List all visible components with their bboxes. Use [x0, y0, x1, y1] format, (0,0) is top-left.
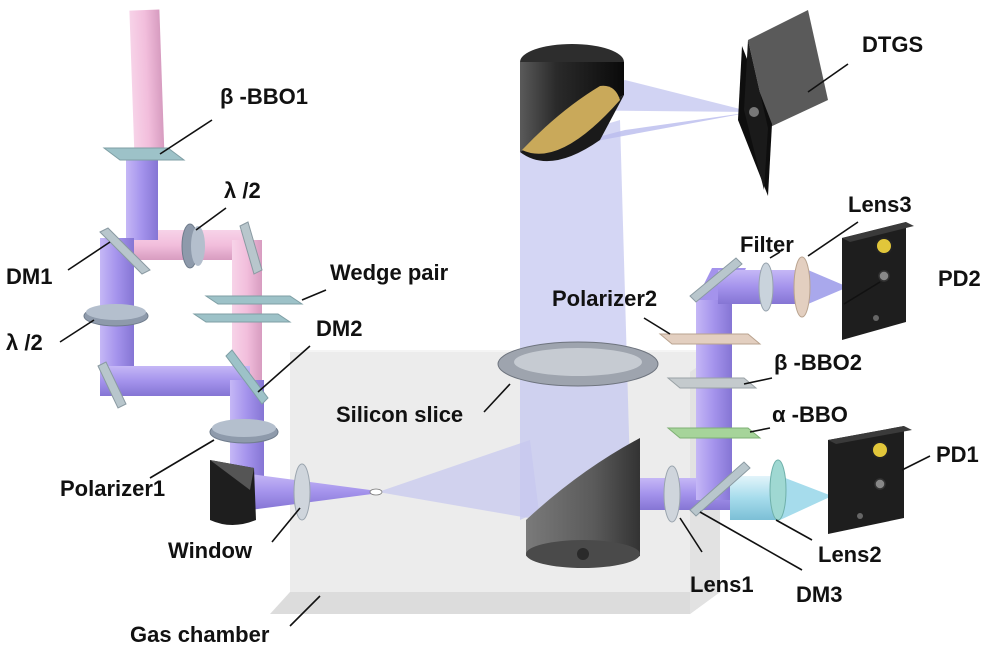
label-silicon-slice: Silicon slice	[336, 402, 464, 427]
label-pd2: PD2	[938, 266, 981, 291]
wedge-1	[204, 295, 304, 305]
loop-mirror	[239, 221, 263, 275]
dtgs-detector	[738, 10, 828, 196]
bbo1-crystal	[102, 147, 186, 161]
optics	[83, 147, 811, 523]
label-dm3: DM3	[796, 582, 843, 607]
plasma-thz-beam	[369, 440, 540, 520]
leader-lines	[59, 63, 931, 627]
filter-element	[758, 262, 774, 312]
label-filter: Filter	[740, 232, 794, 257]
lens2-element	[769, 459, 787, 521]
label-lens1: Lens1	[690, 572, 754, 597]
window-element	[293, 463, 311, 521]
label-wedge-pair: Wedge pair	[330, 260, 449, 285]
label-polarizer2: Polarizer2	[552, 286, 658, 311]
dm2-mirror	[225, 349, 269, 405]
label-lens2: Lens2	[818, 542, 882, 567]
label-bbo2: β -BBO2	[774, 350, 862, 375]
label-bbo1: β -BBO1	[220, 84, 308, 109]
pd1-detector	[828, 426, 912, 534]
wedge-2	[192, 313, 292, 323]
chamber-parabolic-mirror	[526, 438, 640, 568]
label-alpha-bbo: α -BBO	[772, 402, 848, 427]
alpha-bbo-crystal	[666, 427, 762, 439]
lens1-element	[663, 465, 681, 523]
label-dtgs: DTGS	[862, 32, 924, 57]
lens3-element	[793, 256, 811, 318]
label-dm1: DM1	[6, 264, 53, 289]
label-half-wave-left: λ /2	[6, 330, 43, 355]
right-top-mirror	[689, 257, 743, 303]
dm1-mirror	[99, 227, 151, 275]
pd2-detector	[842, 222, 914, 340]
polarizer2-element	[658, 333, 762, 345]
bbo2-crystal	[666, 377, 758, 389]
label-pd1: PD1	[936, 442, 979, 467]
label-dm2: DM2	[316, 316, 363, 341]
focusing-mirror	[210, 460, 256, 525]
top-parabolic-mirror	[520, 44, 624, 162]
label-window: Window	[168, 538, 253, 563]
label-polarizer1: Polarizer1	[60, 476, 166, 501]
corner-mirror	[97, 361, 127, 409]
label-gas-chamber: Gas chamber	[130, 622, 270, 647]
dm3-mirror	[689, 461, 751, 517]
label-lens3: Lens3	[848, 192, 912, 217]
label-half-wave-top: λ /2	[224, 178, 261, 203]
